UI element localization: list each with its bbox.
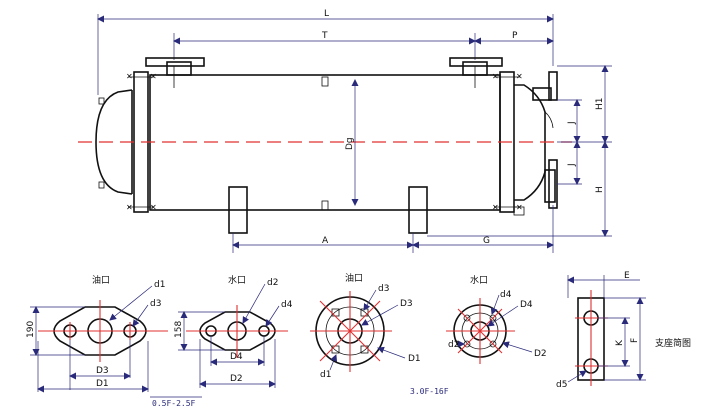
water-flange-round-d4: d4	[500, 290, 512, 300]
water-flange-rect-D4: D4	[230, 352, 243, 362]
support-F: F	[630, 338, 640, 343]
water-flange-round-D4: D4	[520, 300, 533, 310]
oil-flange-rect-height: 190	[26, 321, 36, 338]
dim-L-label: L	[324, 9, 329, 19]
oil-flange-round-d1: d1	[320, 370, 331, 380]
support-right	[408, 186, 428, 234]
dim-H-label: H	[595, 186, 605, 193]
range-note-1: 0.5F-2.5F	[152, 399, 196, 408]
support-E: E	[624, 271, 630, 281]
oil-flange-rect-D1: D1	[96, 379, 109, 389]
svg-text:✕: ✕	[126, 72, 133, 81]
heat-exchanger-elevation: L T P ✕ ✕ ✕ ✕ ✕ ✕ ✕ ✕	[78, 9, 612, 253]
oil-flange-rect-view: 油口 190 D3 D1 d1 d3 0.5F-2.5F	[26, 274, 202, 408]
dim-A-label: A	[322, 236, 329, 246]
svg-text:✕: ✕	[516, 203, 523, 212]
svg-text:✕: ✕	[492, 72, 499, 81]
support-sketch: E F K d5 支座简图	[556, 271, 691, 390]
water-nozzle-upper	[532, 87, 552, 101]
dim-P-label: P	[512, 31, 518, 41]
water-nozzle-upper-flange	[548, 71, 558, 101]
oil-flange-round-D3: D3	[400, 299, 413, 309]
oil-nozzle-right-flange	[449, 57, 503, 67]
svg-text:✕: ✕	[150, 203, 157, 212]
left-end-head	[95, 89, 133, 195]
water-flange-round-D2: D2	[534, 349, 547, 359]
support-d5: d5	[556, 380, 567, 390]
water-flange-rect-d2: d2	[267, 278, 278, 288]
water-flange-rect-D2: D2	[230, 374, 243, 384]
water-flange-rect-height: 158	[174, 321, 184, 338]
svg-text:✕: ✕	[126, 203, 133, 212]
oil-flange-round-d3: d3	[378, 284, 389, 294]
oil-flange-rect-title: 油口	[92, 274, 110, 286]
water-flange-rect-view: 水口 158 D4 D2 d2 d4	[174, 274, 293, 388]
svg-text:✕: ✕	[150, 72, 157, 81]
water-flange-round-d2: d2	[448, 340, 459, 350]
support-K: K	[615, 339, 625, 346]
dim-T-label: T	[321, 31, 328, 41]
water-flange-rect-title: 水口	[228, 274, 246, 286]
dim-H1-label: H1	[595, 98, 605, 111]
oil-nozzle-left-flange	[145, 57, 205, 67]
oil-flange-rect-d3: d3	[150, 299, 161, 309]
support-left	[228, 186, 248, 234]
water-flange-rect-d4: d4	[281, 300, 293, 310]
dim-J-bottom-label: J	[567, 163, 577, 167]
water-flange-round-title: 水口	[470, 274, 488, 286]
dim-J-top-label: J	[567, 121, 577, 125]
oil-nozzle-left	[166, 61, 192, 76]
dim-G-label: G	[483, 236, 490, 246]
water-flange-round-view: 水口 d4 D4 d2 D2	[446, 274, 547, 364]
support-title: 支座简图	[655, 337, 691, 349]
water-nozzle-lower	[544, 169, 556, 203]
svg-text:✕: ✕	[516, 72, 523, 81]
range-note-2: 3.0F-16F	[410, 387, 449, 396]
oil-flange-rect-D3: D3	[96, 366, 109, 376]
water-flange-rect-body	[199, 311, 276, 351]
oil-flange-rect-d1: d1	[154, 280, 165, 290]
oil-flange-rect-body	[53, 306, 147, 356]
dim-Dg-label: Dg	[345, 137, 355, 150]
oil-flange-round-D1: D1	[408, 354, 421, 364]
oil-flange-round-title: 油口	[345, 272, 363, 284]
oil-flange-round-view: 油口 d3 D3 D1 d1 3.0F-16F	[310, 272, 449, 396]
svg-text:✕: ✕	[492, 203, 499, 212]
